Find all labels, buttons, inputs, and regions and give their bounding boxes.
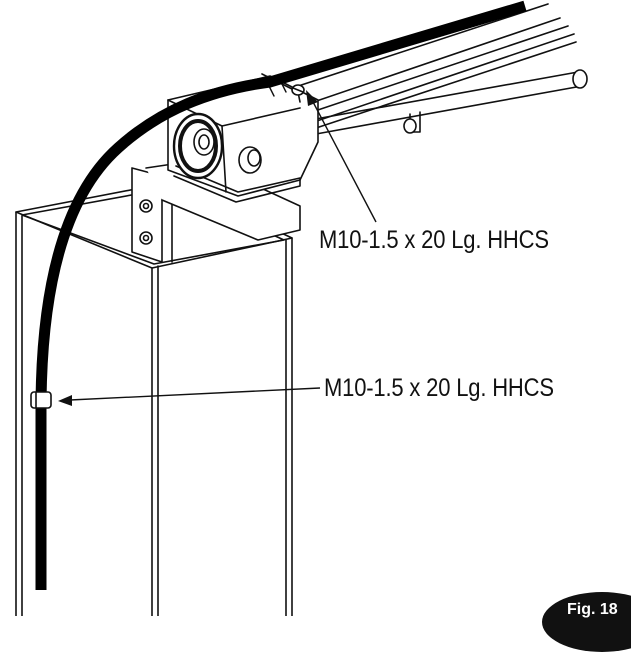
assembly-diagram	[15, 0, 588, 616]
callout-label-hose-clamp-bolt: M10-1.5 x 20 Lg. HHCS	[324, 374, 554, 402]
hose-clamp	[30, 391, 52, 409]
housing-bolt-head	[291, 84, 305, 96]
figure-label: Fig. 18	[567, 601, 618, 618]
pulley-wheel	[172, 112, 224, 180]
top-rail	[279, 3, 577, 133]
hose	[35, 0, 527, 590]
bracket-bolt-bottom	[139, 231, 153, 245]
lower-arm	[309, 69, 588, 135]
callout-leader-1	[306, 90, 377, 223]
callout-label-housing-bolt: M10-1.5 x 20 Lg. HHCS	[319, 226, 549, 254]
housing-stud	[238, 146, 262, 174]
callout-leader-2	[58, 387, 321, 406]
bracket-bolt-top	[139, 199, 153, 213]
